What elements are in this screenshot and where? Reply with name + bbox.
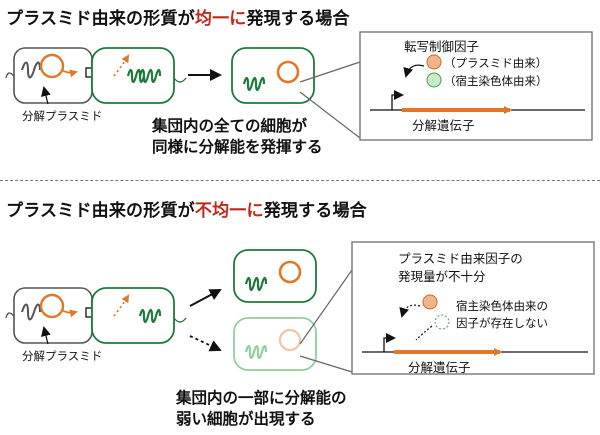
bottom-heading-part1: プラスミド由来の形質が [6, 201, 195, 221]
result-cell-weak [233, 317, 317, 371]
bottom-heading-emphasis: 不均一に [194, 201, 264, 221]
bottom-result-line1: 集団内の一部に分解能の [176, 389, 347, 407]
inset-bottom-line1: プラスミド由来因子の [398, 251, 523, 266]
plasmid-pointer-bottom [41, 326, 51, 345]
top-heading: プラスミド由来の形質が均一に発現する場合 [6, 4, 350, 29]
top-heading-part2: 発現する場合 [246, 9, 350, 29]
inset-factor-plasmid: （プラスミド由来） [444, 56, 548, 70]
plasmid-label-top: 分解プラスミド [22, 109, 103, 123]
donor-cell-top [5, 47, 93, 104]
transition-arrow-weak [189, 335, 222, 352]
bottom-result-text: 集団内の一部に分解能の 弱い細胞が出現する [176, 388, 416, 430]
top-result-line2: 同様に分解能を発揮する [152, 138, 323, 156]
recipient-cell-bottom [91, 287, 187, 344]
inset-title-top: 転写制御因子 [404, 39, 480, 54]
top-heading-part1: プラスミド由来の形質が [6, 9, 195, 29]
plasmid-label-bottom: 分解プラスミド [22, 349, 103, 363]
recipient-cell-top [91, 47, 187, 104]
bottom-heading: プラスミド由来の形質が不均一に発現する場合 [6, 196, 367, 221]
top-result-text: 集団内の全ての細胞が 同様に分解能を発揮する [152, 116, 372, 158]
top-heading-emphasis: 均一に [194, 9, 247, 29]
inset-box-top [359, 31, 593, 141]
result-cell-strong [233, 249, 317, 303]
donor-cell-bottom [5, 287, 93, 344]
top-result-line1: 集団内の全ての細胞が [152, 117, 308, 135]
gene-label-bottom: 分解遺伝子 [408, 360, 471, 375]
plasmid-pointer-top [41, 86, 51, 105]
transition-arrow-strong [189, 289, 222, 307]
bottom-heading-part2: 発現する場合 [263, 201, 367, 221]
bottom-result-line2: 弱い細胞が出現する [176, 410, 316, 428]
inset-bottom-line3: 宿主染色体由来の [456, 299, 548, 313]
section-divider [0, 180, 600, 181]
result-cell-top [231, 47, 315, 104]
gene-label-top: 分解遺伝子 [412, 118, 475, 133]
inset-box-bottom [351, 241, 595, 375]
inset-bottom-line2: 発現量が不十分 [398, 269, 486, 284]
inset-bottom-line4: 因子が存在しない [456, 316, 548, 330]
inset-factor-host: （宿主染色体由来） [444, 74, 548, 88]
